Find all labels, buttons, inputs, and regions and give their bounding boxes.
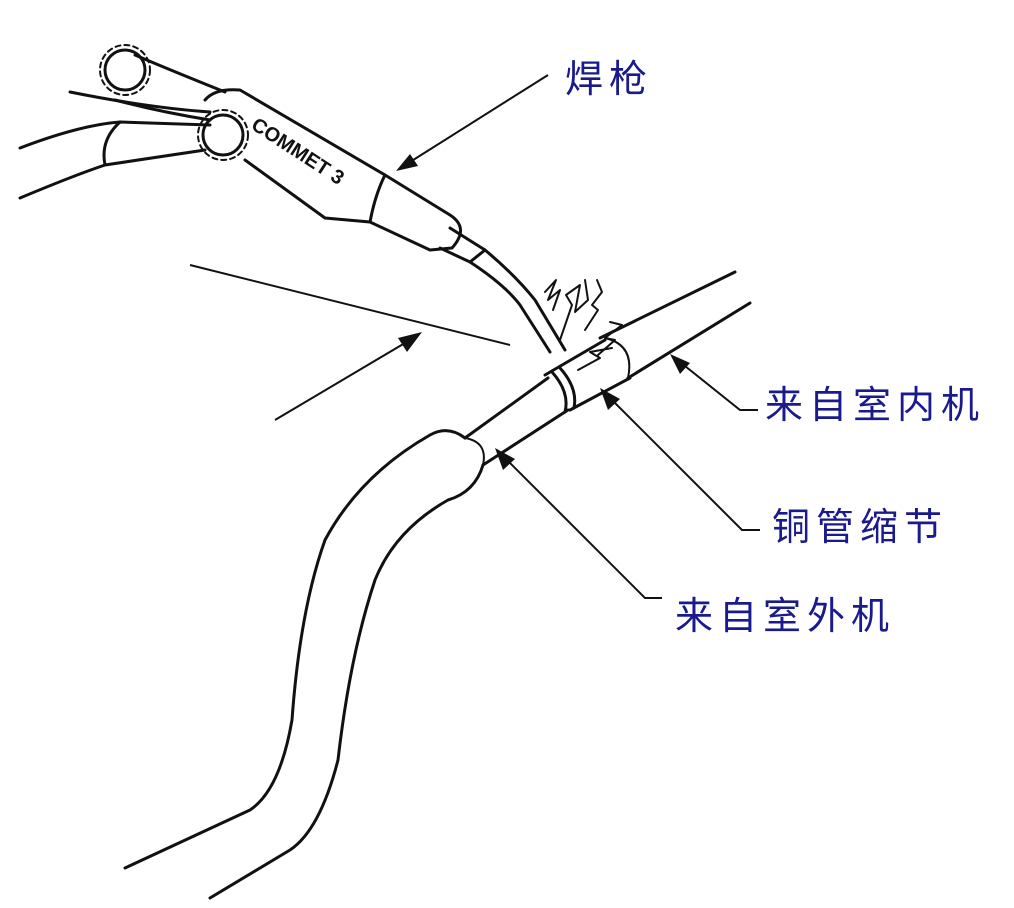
- label-copper-pipe-reducer: 铜管缩节: [772, 508, 948, 546]
- leader-indoor: [670, 354, 758, 410]
- valve-knob-icon: [100, 45, 150, 95]
- pointer-arrow: [190, 265, 510, 420]
- label-from-indoor-unit: 来自室内机: [765, 386, 985, 424]
- gas-hoses: [20, 55, 225, 198]
- label-torch: 焊枪: [565, 60, 653, 98]
- flame-icon: [545, 280, 622, 370]
- leader-outdoor: [495, 448, 662, 598]
- label-from-outdoor-unit: 来自室外机: [675, 597, 895, 635]
- valve-knob-icon: [198, 110, 248, 160]
- leader-torch: [396, 75, 548, 171]
- leader-reducer: [600, 388, 760, 530]
- welding-torch: COMMET 3: [205, 90, 565, 352]
